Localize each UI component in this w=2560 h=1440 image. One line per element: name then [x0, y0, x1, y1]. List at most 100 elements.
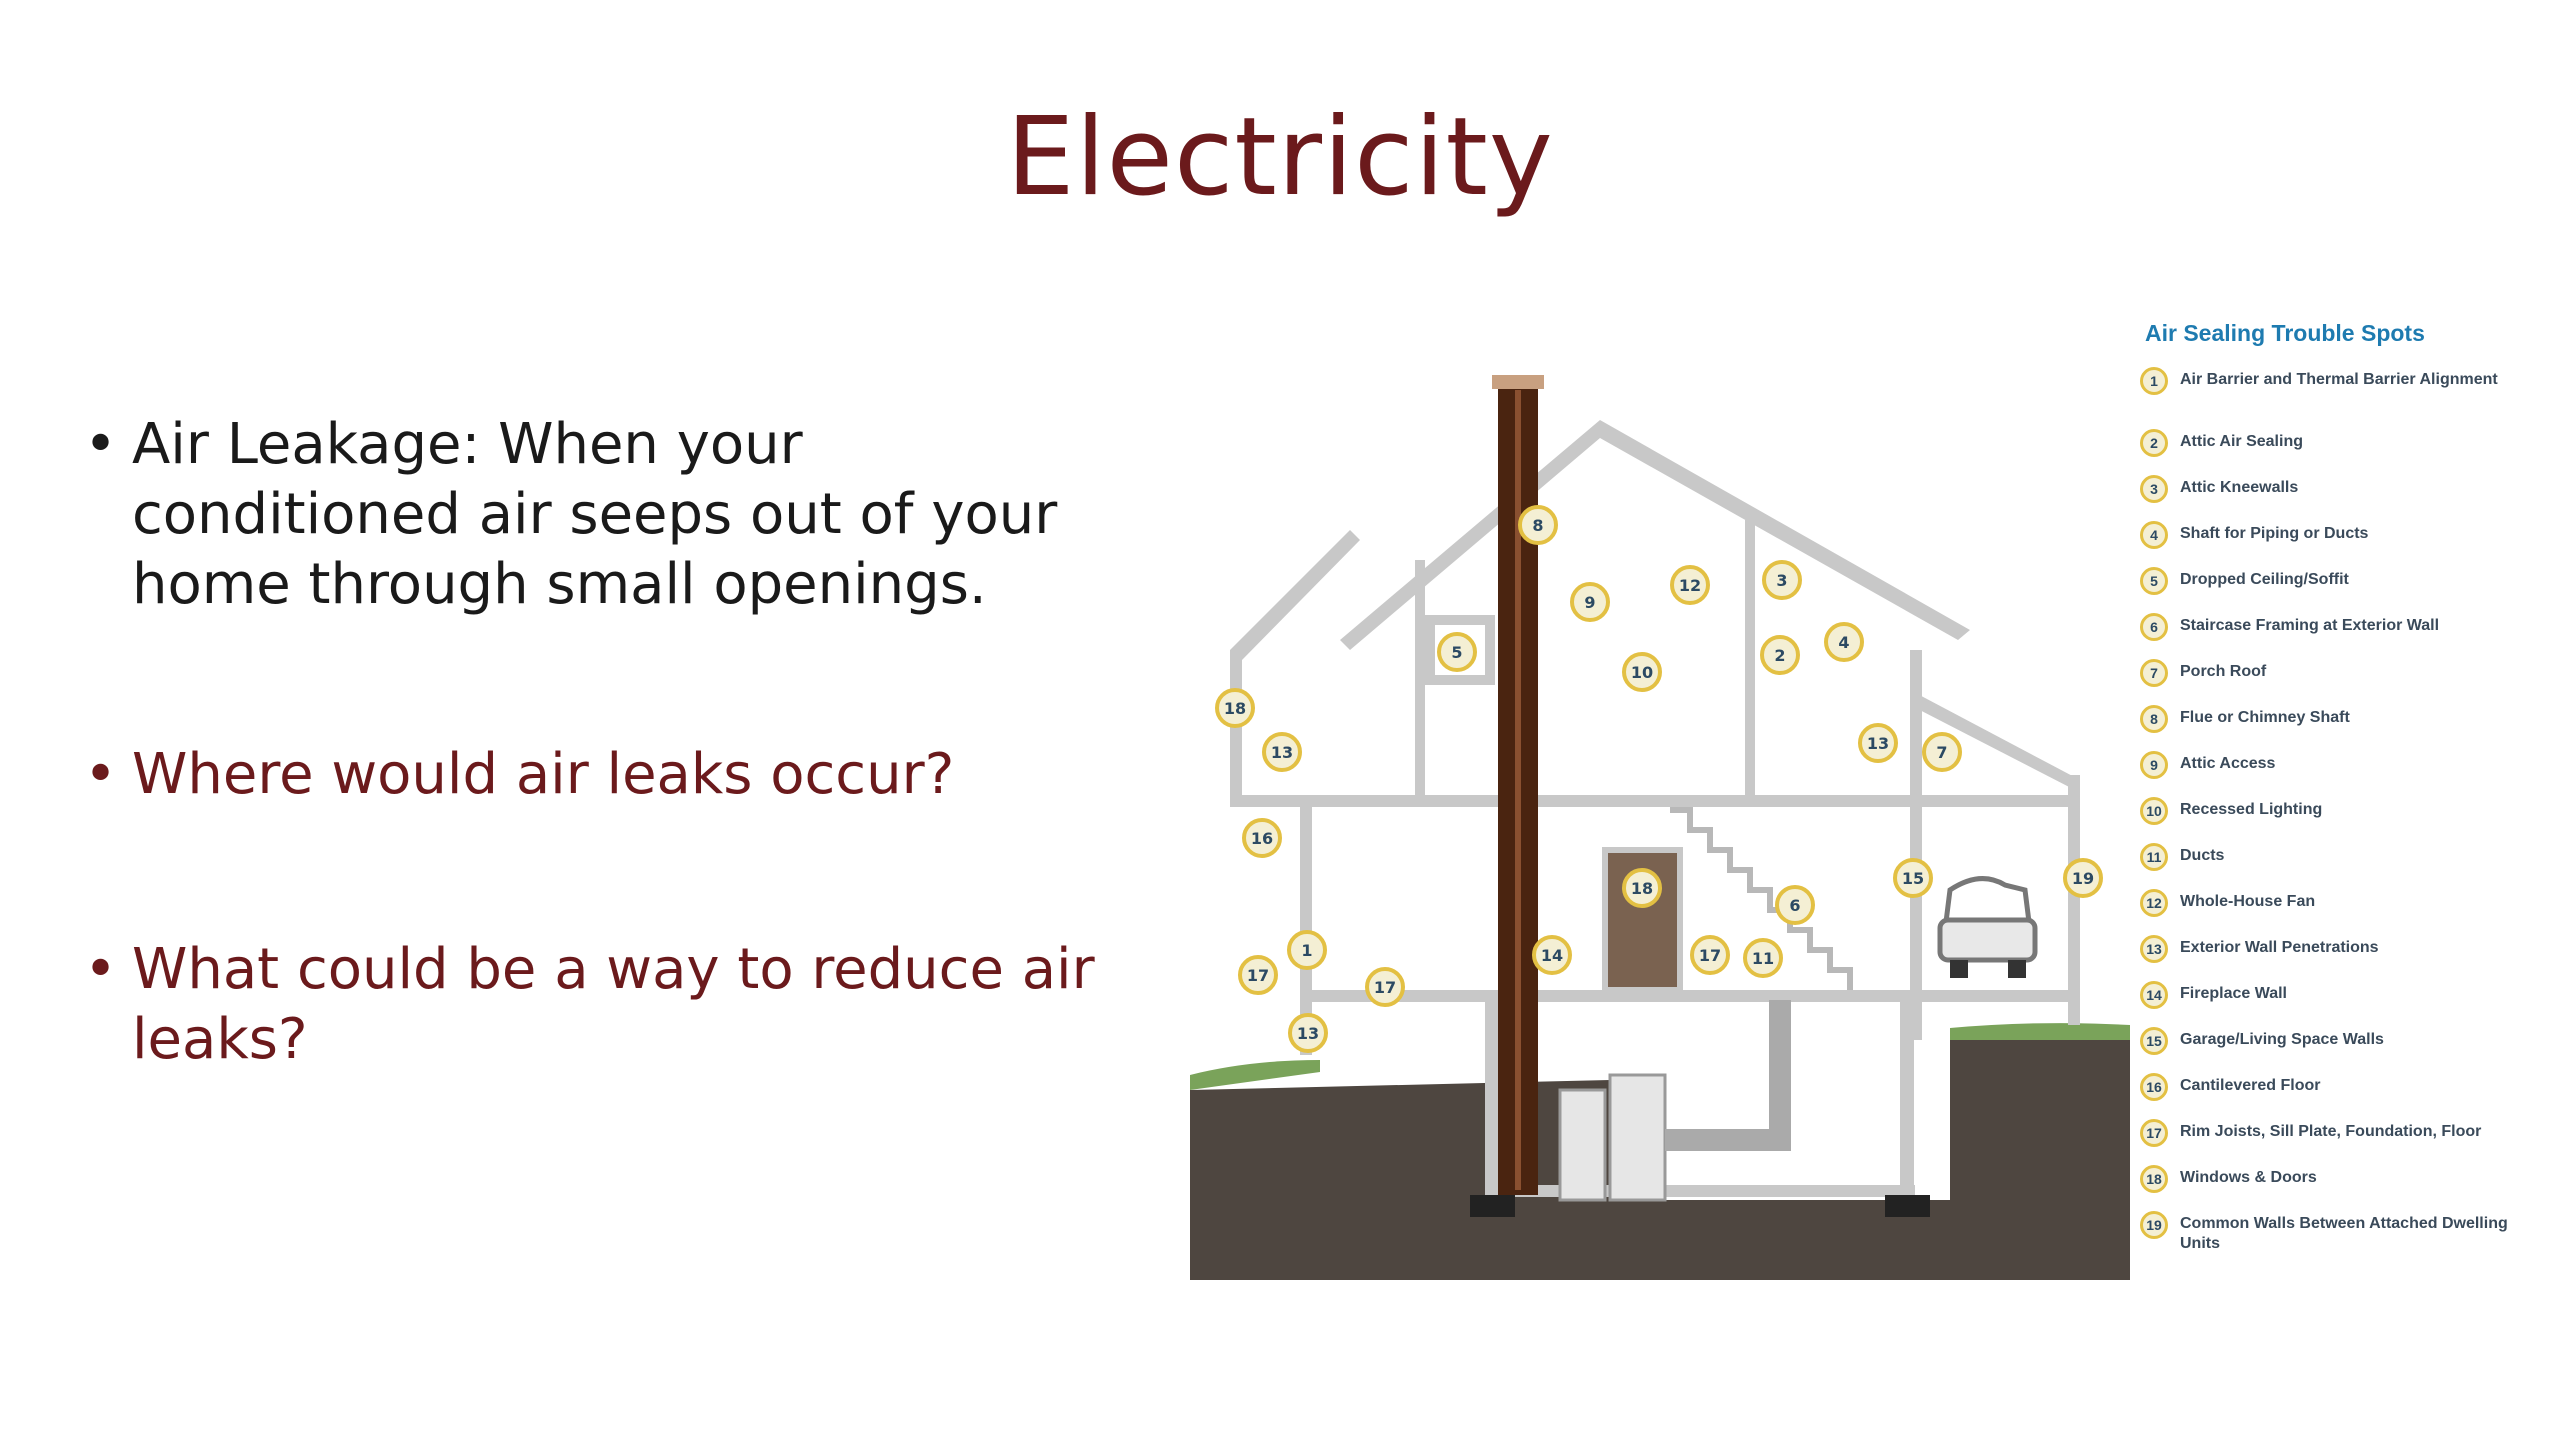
legend-label: Rim Joists, Sill Plate, Foundation, Floo…: [2180, 1123, 2482, 1140]
legend-number-badge: 13: [2140, 935, 2168, 963]
marker: 18: [1622, 868, 1662, 908]
marker: 17: [1365, 967, 1405, 1007]
legend-label: Common Walls Between Attached Dwelling U…: [2180, 1215, 2508, 1252]
legend-number-badge: 2: [2140, 429, 2168, 457]
legend-label: Attic Air Sealing: [2180, 433, 2303, 450]
wall-left-mid: [1300, 805, 1312, 1055]
wall-upper-mid: [1745, 520, 1755, 800]
main-floor-slab: [1300, 990, 2080, 1002]
svg-text:13: 13: [1297, 1024, 1319, 1043]
legend-item: 15 Garage/Living Space Walls: [2140, 1027, 2540, 1073]
ground: [1190, 1040, 2130, 1280]
legend-number-badge: 4: [2140, 521, 2168, 549]
svg-text:12: 12: [1679, 576, 1701, 595]
legend-label: Garage/Living Space Walls: [2180, 1031, 2384, 1048]
legend-label: Flue or Chimney Shaft: [2180, 709, 2350, 726]
marker: 11: [1743, 938, 1783, 978]
legend-label: Shaft for Piping or Ducts: [2180, 525, 2369, 542]
legend-label: Whole-House Fan: [2180, 893, 2316, 910]
footing-left: [1470, 1195, 1515, 1217]
legend-number-badge: 17: [2140, 1119, 2168, 1147]
legend-item: 19 Common Walls Between Attached Dwelling…: [2140, 1211, 2540, 1273]
svg-text:17: 17: [1374, 978, 1396, 997]
legend-number-badge: 7: [2140, 659, 2168, 687]
bullet-reduce-leaks: • What could be a way to reduce air leak…: [80, 935, 1140, 1075]
svg-text:3: 3: [1776, 571, 1787, 590]
marker: 8: [1518, 505, 1558, 545]
bullet-air-leakage: • Air Leakage: When your conditioned air…: [80, 410, 1140, 620]
svg-text:5: 5: [1451, 643, 1462, 662]
marker: 17: [1238, 955, 1278, 995]
bullet-dot: •: [84, 937, 118, 1002]
marker: 18: [1215, 688, 1255, 728]
bullet-text: Where would air leaks occur?: [132, 742, 955, 807]
legend-label: Porch Roof: [2180, 663, 2267, 680]
marker: 7: [1922, 732, 1962, 772]
basement-floor: [1485, 1185, 1915, 1197]
marker: 13: [1288, 1013, 1328, 1053]
svg-text:13: 13: [1271, 743, 1293, 762]
grass-left: [1190, 1060, 1320, 1090]
marker: 12: [1670, 565, 1710, 605]
legend-number-badge: 19: [2140, 1211, 2168, 1239]
basement-wall-left: [1485, 1000, 1499, 1200]
svg-text:18: 18: [1224, 699, 1246, 718]
legend-item: 17 Rim Joists, Sill Plate, Foundation, Fl…: [2140, 1119, 2540, 1165]
legend-item: 2 Attic Air Sealing: [2140, 429, 2540, 475]
legend-label: Recessed Lighting: [2180, 801, 2323, 818]
legend-item: 1 Air Barrier and Thermal Barrier Alignme…: [2140, 367, 2540, 429]
legend-label: Air Barrier and Thermal Barrier Alignmen…: [2180, 371, 2498, 388]
legend-number-badge: 10: [2140, 797, 2168, 825]
marker: 9: [1570, 582, 1610, 622]
svg-text:17: 17: [1247, 966, 1269, 985]
legend-item: 4 Shaft for Piping or Ducts: [2140, 521, 2540, 567]
legend-label: Attic Access: [2180, 755, 2276, 772]
svg-text:13: 13: [1867, 734, 1889, 753]
legend-number-badge: 15: [2140, 1027, 2168, 1055]
svg-text:2: 2: [1774, 646, 1785, 665]
marker: 4: [1824, 622, 1864, 662]
legend-item: 7 Porch Roof: [2140, 659, 2540, 705]
marker: 3: [1762, 560, 1802, 600]
legend-title: Air Sealing Trouble Spots: [2145, 320, 2425, 346]
wall-center-garage: [1910, 650, 1922, 1040]
svg-text:6: 6: [1789, 896, 1800, 915]
marker: 5: [1437, 632, 1477, 672]
legend-number-badge: 18: [2140, 1165, 2168, 1193]
legend-label: Dropped Ceiling/Soffit: [2180, 571, 2349, 588]
marker: 10: [1622, 652, 1662, 692]
legend-item: 18 Windows & Doors: [2140, 1165, 2540, 1211]
wall-right-garage: [2068, 775, 2080, 1025]
house-cutaway-diagram: 1 2 3 4 5 6 7 8 9 10 11 12 13 13 13 13 1…: [1190, 375, 2130, 1280]
svg-text:8: 8: [1532, 516, 1543, 535]
bullet-dot: •: [84, 412, 118, 477]
legend-number-badge: 1: [2140, 367, 2168, 395]
furnace: [1608, 1073, 1667, 1202]
svg-text:17: 17: [1699, 946, 1721, 965]
legend-item: 10 Recessed Lighting: [2140, 797, 2540, 843]
svg-text:15: 15: [1902, 869, 1924, 888]
marker: 17: [1690, 935, 1730, 975]
roof-left: [1230, 530, 1360, 660]
footing-right: [1885, 1195, 1930, 1217]
svg-text:16: 16: [1251, 829, 1273, 848]
grass-right: [1950, 1023, 2130, 1040]
roof-main: [1340, 420, 1970, 650]
svg-text:7: 7: [1936, 743, 1947, 762]
dropped-soffit: [1425, 615, 1495, 685]
legend-number-badge: 8: [2140, 705, 2168, 733]
legend-label: Windows & Doors: [2180, 1169, 2317, 1186]
svg-text:4: 4: [1838, 633, 1849, 652]
chimney-cap: [1492, 375, 1544, 389]
marker: 15: [1893, 858, 1933, 898]
marker: 2: [1760, 635, 1800, 675]
marker: 14: [1532, 935, 1572, 975]
